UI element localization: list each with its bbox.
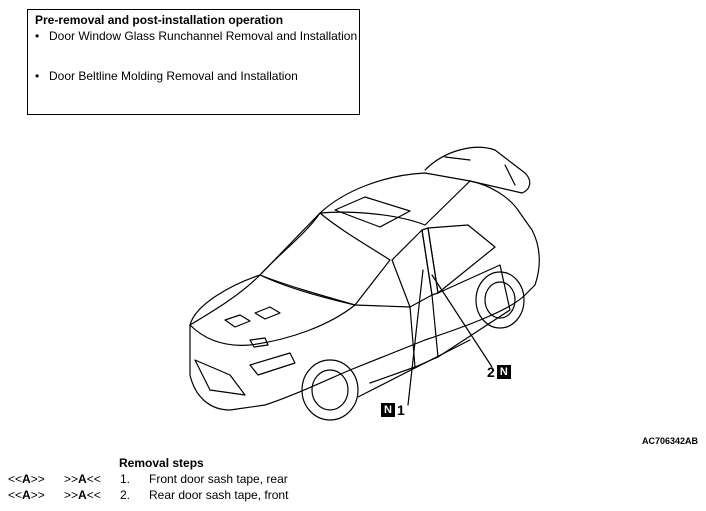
vehicle-illustration [189,146,540,421]
callout-number: 2 [487,364,495,380]
bullet-icon: • [35,69,40,83]
removal-steps-title: Removal steps [119,456,204,470]
callout-2: 2 N [487,364,511,380]
n-badge-icon: N [381,403,395,417]
installation-mark: >>A<< [64,488,101,502]
step-name: Front door sash tape, rear [149,472,288,486]
operation-item-label: Door Window Glass Runchannel Removal and… [49,29,358,43]
bullet-icon: • [35,29,40,43]
callout-number: 1 [397,402,405,418]
operation-item: • Door Beltline Molding Removal and Insta… [35,69,298,83]
removal-mark: <<A>> [8,472,45,486]
step-number: 2. [120,488,131,502]
callout-1: N 1 [381,402,405,418]
pre-removal-operation-box: Pre-removal and post-installation operat… [27,9,360,115]
removal-mark: <<A>> [8,488,45,502]
step-name: Rear door sash tape, front [149,488,289,502]
operation-item: • Door Window Glass Runchannel Removal an… [35,29,357,43]
n-badge-icon: N [496,365,511,379]
installation-mark: >>A<< [64,472,101,486]
figure-code: AC706342AB [641,436,698,446]
step-number: 1. [120,472,131,486]
operation-item-label: Door Beltline Molding Removal and Instal… [49,69,298,83]
operation-box-title: Pre-removal and post-installation operat… [35,13,284,27]
